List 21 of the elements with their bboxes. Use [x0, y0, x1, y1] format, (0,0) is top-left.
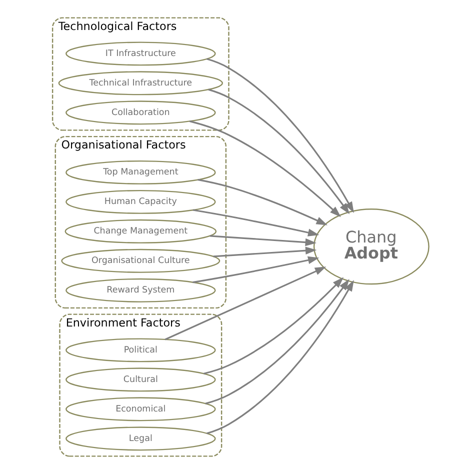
node-ellipse: Legal	[65, 426, 216, 451]
node-ellipse: Reward System	[65, 278, 216, 302]
node-ellipse: Change Management	[64, 219, 216, 244]
node-ellipse: Top Management	[65, 160, 216, 184]
node-ellipse: Economical	[65, 397, 216, 422]
arrow	[208, 88, 350, 214]
node-ellipse: Human Capacity	[65, 190, 216, 214]
arrow	[212, 246, 316, 258]
arrow	[164, 266, 326, 340]
node-ellipse: Technical Infrastructure	[58, 71, 222, 96]
arrow	[197, 178, 327, 226]
node-ellipse: Cultural	[65, 368, 216, 392]
node-ellipse: Organisational Culture	[60, 248, 220, 273]
node-ellipse: IT Infrastructure	[65, 42, 216, 66]
arrow	[204, 279, 349, 404]
arrow	[206, 58, 354, 213]
node-ellipse: Political	[65, 338, 216, 362]
arrow	[206, 280, 354, 434]
arrow	[203, 277, 344, 374]
node-ellipse: Collaboration	[65, 100, 216, 125]
arrow	[209, 235, 316, 246]
